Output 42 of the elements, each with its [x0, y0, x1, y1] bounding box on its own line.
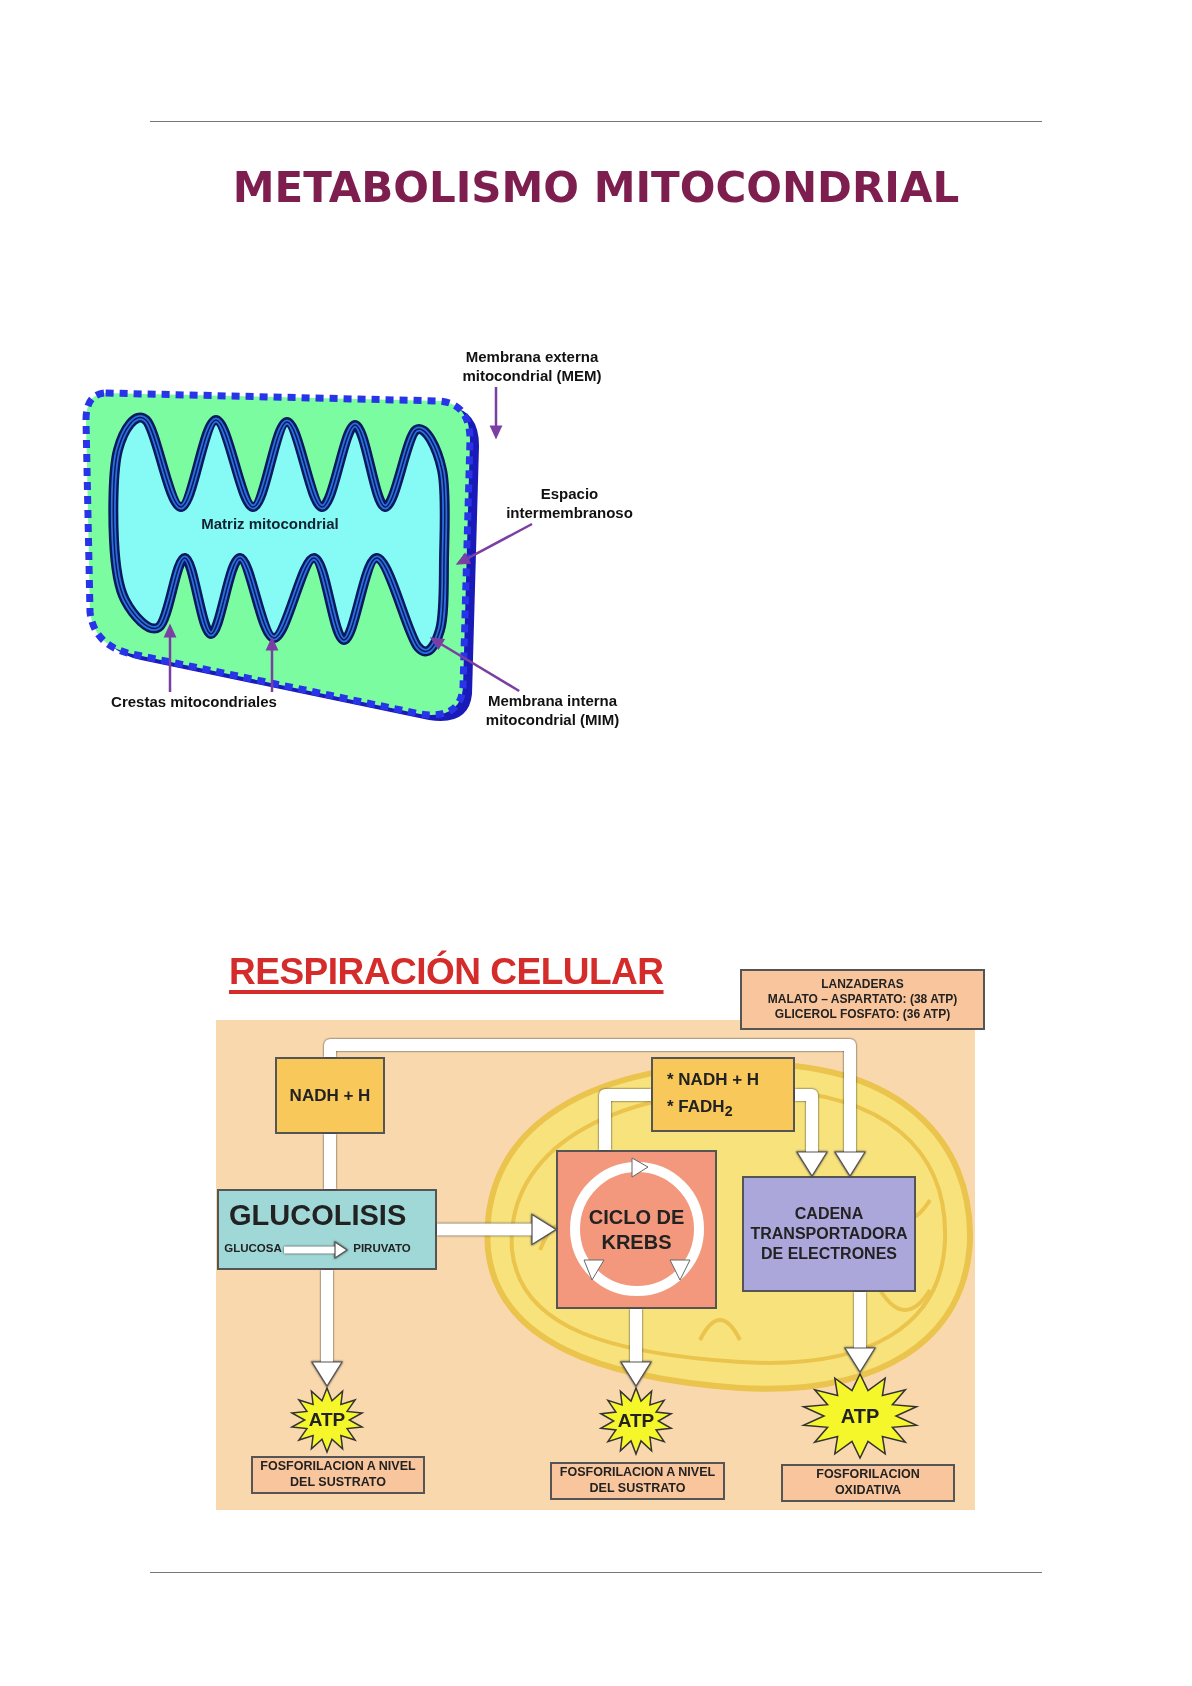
atp-label: ATP [617, 1410, 655, 1432]
caption-box [251, 1456, 425, 1494]
connector-line [324, 1134, 336, 1189]
arrow [795, 1089, 828, 1177]
box-heading: LANZADERAS [821, 977, 904, 992]
leader-line [456, 522, 533, 565]
arrow [324, 1039, 866, 1177]
arrow [844, 1292, 876, 1373]
box-text: PIRUVATO [347, 1242, 417, 1258]
box-label: FOSFORILACION A NIVEL DEL SUSTRATO [259, 1459, 417, 1491]
arrow [311, 1270, 343, 1387]
process-box [742, 1176, 916, 1292]
arrow [620, 1309, 652, 1387]
caption-box [781, 1464, 955, 1502]
page-title: METABOLISMO MITOCONDRIAL [231, 163, 961, 212]
caption-box [550, 1462, 725, 1500]
list-item: * FADH$_{2}$ [667, 1096, 733, 1122]
process-box [651, 1057, 795, 1132]
process-box [217, 1189, 437, 1270]
box-label: FOSFORILACION A NIVEL DEL SUSTRATO [558, 1465, 717, 1497]
list-item: * NADH + H [667, 1068, 760, 1091]
leader-line [265, 637, 279, 692]
note-box [740, 969, 985, 1030]
box-label: CICLO DE KREBS [587, 1204, 686, 1255]
atp-label: ATP [308, 1409, 346, 1431]
part-label: Matriz mitocondrial [200, 515, 340, 532]
section-heading: RESPIRACIÓN CELULAR [229, 951, 665, 993]
callout-label: Espacio intermembranoso [497, 484, 642, 524]
callout-label: Crestas mitocondriales [96, 692, 292, 712]
callout-label: Membrana externa mitocondrial (MEM) [452, 347, 612, 387]
atp-label: ATP [840, 1404, 880, 1428]
process-box [275, 1057, 385, 1134]
box-text: GLUCOSA [222, 1242, 284, 1258]
box-label: CADENA TRANSPORTADORA DE ELECTRONES [749, 1204, 909, 1264]
leader-line [430, 637, 520, 693]
box-text: MALATO – ASPARTATO: (38 ATP) [767, 992, 958, 1007]
callout-label: Membrana interna mitocondrial (MIM) [470, 691, 635, 731]
box-label: NADH + H [289, 1084, 371, 1107]
box-text: GLICEROL FOSFATO: (36 ATP) [774, 1007, 951, 1022]
box-label: GLUCOLISIS [228, 1198, 407, 1233]
box-label: FOSFORILACION OXIDATIVA [815, 1467, 921, 1499]
leader-line [489, 387, 503, 439]
